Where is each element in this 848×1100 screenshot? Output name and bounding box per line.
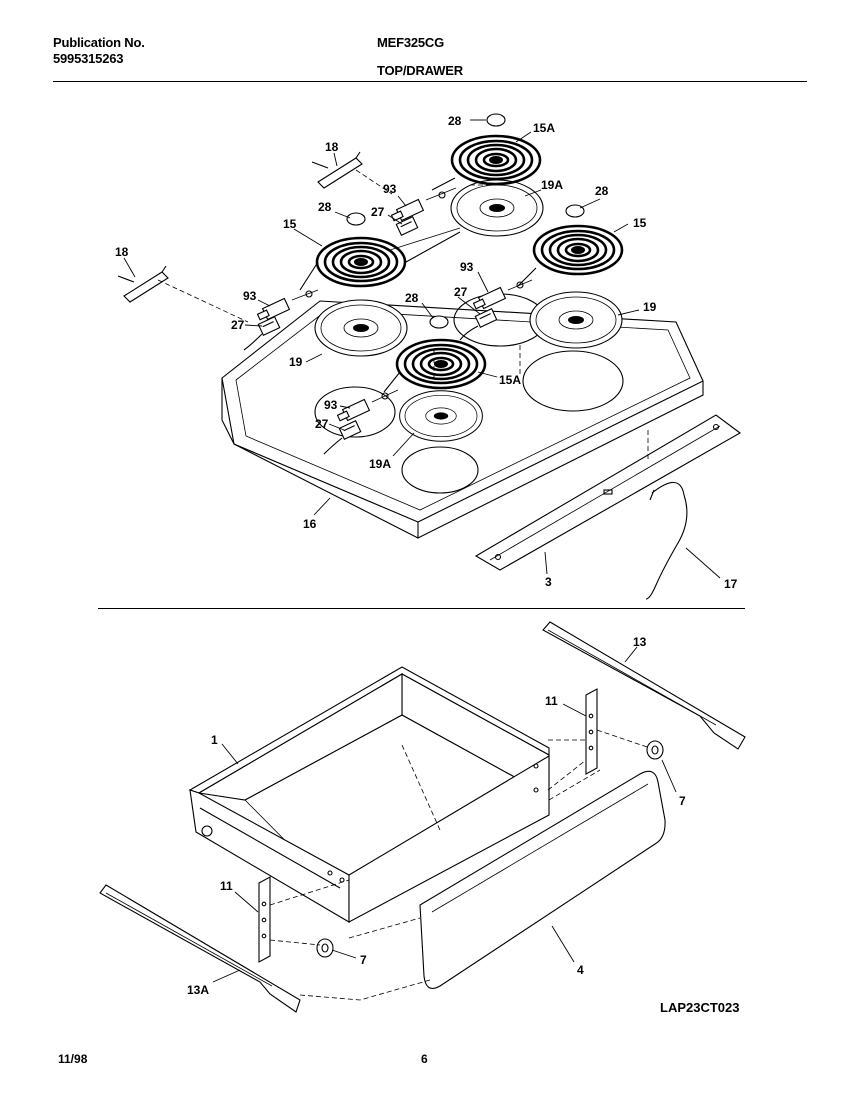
callout-16: 16 <box>303 517 317 531</box>
section-title: TOP/DRAWER <box>377 63 463 78</box>
drawer-1 <box>188 666 550 923</box>
callout-27: 27 <box>454 285 468 299</box>
rear-rail-3 <box>474 414 741 571</box>
callout-4: 4 <box>577 963 584 977</box>
publication-number: 5995315263 <box>53 51 124 66</box>
drip-pan-19a-front <box>399 390 483 442</box>
callout-leaders <box>123 119 721 983</box>
coil-element-15-right <box>532 224 624 276</box>
callout-15: 15 <box>283 217 297 231</box>
trim-ring-28-left <box>346 212 366 226</box>
receptacle-clip-93-rear <box>390 198 424 222</box>
publication-label: Publication No. <box>53 35 145 50</box>
callout-7: 7 <box>679 794 686 808</box>
model-number: MEF325CG <box>377 35 445 50</box>
callout-1: 1 <box>211 733 218 747</box>
callout-7: 7 <box>360 953 367 967</box>
callout-93: 93 <box>324 398 338 412</box>
callout-3: 3 <box>545 575 552 589</box>
callout-13a: 13A <box>187 983 209 997</box>
callout-28: 28 <box>448 114 462 128</box>
trim-ring-28-rear <box>486 113 506 127</box>
callout-28: 28 <box>318 200 332 214</box>
page-number: 6 <box>421 1052 428 1066</box>
drawer-bracket-11-right <box>585 688 598 775</box>
drip-pan-19-right <box>529 291 623 349</box>
section-divider <box>98 608 745 609</box>
roller-7-left <box>316 938 334 958</box>
drip-pan-19a-rear <box>450 179 544 237</box>
bracket-18-upper <box>311 151 363 189</box>
callout-93: 93 <box>383 182 397 196</box>
callout-27: 27 <box>231 318 245 332</box>
trim-ring-28-front <box>429 315 449 329</box>
callout-19a: 19A <box>369 457 391 471</box>
callout-13: 13 <box>633 635 647 649</box>
drawer-front-panel-4 <box>419 770 666 989</box>
callout-18: 18 <box>115 245 129 259</box>
callout-19a: 19A <box>541 178 563 192</box>
revision-date: 11/98 <box>58 1052 88 1066</box>
callout-11: 11 <box>545 694 558 708</box>
slide-rail-13 <box>542 621 746 750</box>
receptacle-27-rear <box>395 216 419 236</box>
callout-19: 19 <box>289 355 303 369</box>
callout-93: 93 <box>243 289 257 303</box>
callout-28: 28 <box>595 184 609 198</box>
bracket-18-lower <box>117 265 169 303</box>
receptacle-clip-93-right <box>472 286 506 310</box>
callout-27: 27 <box>371 205 385 219</box>
roller-7-right <box>646 740 664 760</box>
drawing-code: LAP23CT023 <box>660 1000 740 1015</box>
callout-15: 15 <box>633 216 647 230</box>
coil-element-15-left <box>315 236 407 288</box>
callout-27: 27 <box>315 417 329 431</box>
callout-15a: 15A <box>533 121 555 135</box>
callout-18: 18 <box>325 140 339 154</box>
callout-17: 17 <box>724 577 738 591</box>
callout-93: 93 <box>460 260 474 274</box>
wire-harness-17 <box>645 481 688 600</box>
callout-15a: 15A <box>499 373 521 387</box>
slide-rail-13a <box>99 884 301 1013</box>
callout-19: 19 <box>643 300 657 314</box>
callout-28: 28 <box>405 291 419 305</box>
header-rule <box>53 81 807 82</box>
coil-element-15a-rear <box>450 134 542 186</box>
callout-11: 11 <box>220 879 233 893</box>
drawer-bracket-11-left <box>258 876 271 963</box>
drip-pan-19-left <box>314 299 408 357</box>
trim-ring-28-right <box>565 204 585 218</box>
